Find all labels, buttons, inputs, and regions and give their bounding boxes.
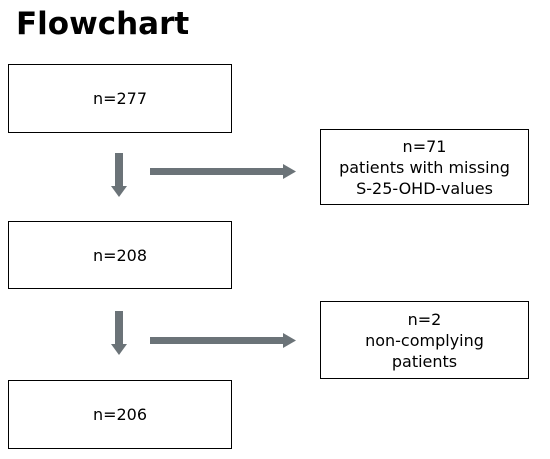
right-arrow-icon (150, 164, 296, 179)
flow-box-start: n=277 (8, 64, 232, 133)
exclusion-reason-line-2: S-25-OHD-values (356, 178, 493, 198)
exclusion-reason-line-2: patients (391, 351, 458, 371)
flow-box-label: n=277 (92, 89, 148, 108)
flow-box-middle: n=208 (8, 221, 232, 289)
exclusion-reason-line-1: non-complying (365, 330, 484, 350)
flow-box-label: n=206 (92, 405, 148, 424)
right-arrow-icon (150, 333, 296, 348)
down-arrow-icon (111, 311, 127, 355)
exclusion-count: n=2 (407, 309, 442, 329)
page-title: Flowchart (16, 6, 190, 42)
flow-box-final: n=206 (8, 380, 232, 449)
flow-box-label: n=208 (92, 245, 148, 265)
down-arrow-icon (111, 153, 127, 197)
exclusion-count: n=71 (402, 136, 447, 156)
exclusion-box-1: n=71 patients with missing S-25-OHD-valu… (320, 129, 529, 205)
exclusion-box-2: n=2 non-complying patients (320, 301, 529, 379)
exclusion-reason-line-1: patients with missing (339, 157, 510, 177)
